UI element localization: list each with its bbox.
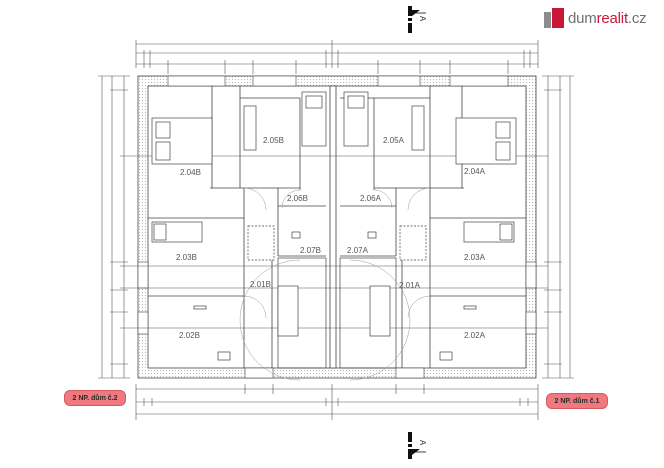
room-label-2.07B: 2.07B bbox=[300, 246, 321, 255]
room-label-2.04B: 2.04B bbox=[180, 168, 201, 177]
room-label-2.07A: 2.07A bbox=[347, 246, 368, 255]
logo-text: dumrealit.cz bbox=[568, 9, 647, 27]
room-label-2.06A: 2.06A bbox=[360, 194, 381, 203]
dimension-lines-bottom bbox=[135, 384, 539, 420]
dimension-lines-top bbox=[135, 40, 539, 74]
room-label-2.03A: 2.03A bbox=[464, 253, 485, 262]
room-label-2.05A: 2.05A bbox=[383, 136, 404, 145]
room-label-2.01B: 2.01B bbox=[250, 280, 271, 289]
room-label-2.01A: 2.01A bbox=[399, 281, 420, 290]
interior-walls-house-2 bbox=[148, 86, 326, 368]
floor-tag-house-1: 2 NP. dům č.1 bbox=[546, 393, 608, 409]
dumrealit-logo[interactable]: dumrealit.cz bbox=[544, 6, 647, 30]
section-label-top: A bbox=[418, 15, 428, 22]
room-label-2.06B: 2.06B bbox=[287, 194, 308, 203]
room-label-2.05B: 2.05B bbox=[263, 136, 284, 145]
dimension-lines-sides bbox=[98, 75, 574, 379]
room-label-2.03B: 2.03B bbox=[176, 253, 197, 262]
room-label-2.04A: 2.04A bbox=[464, 167, 485, 176]
house-logo-icon bbox=[544, 8, 564, 28]
furniture bbox=[151, 91, 517, 369]
section-marker-top bbox=[408, 6, 426, 33]
room-label-2.02A: 2.02A bbox=[464, 331, 485, 340]
floor-tag-house-2: 2 NP. dům č.2 bbox=[64, 390, 126, 406]
section-marker-bottom bbox=[408, 432, 426, 459]
room-label-2.02B: 2.02B bbox=[179, 331, 200, 340]
section-label-bottom: A bbox=[418, 439, 428, 446]
